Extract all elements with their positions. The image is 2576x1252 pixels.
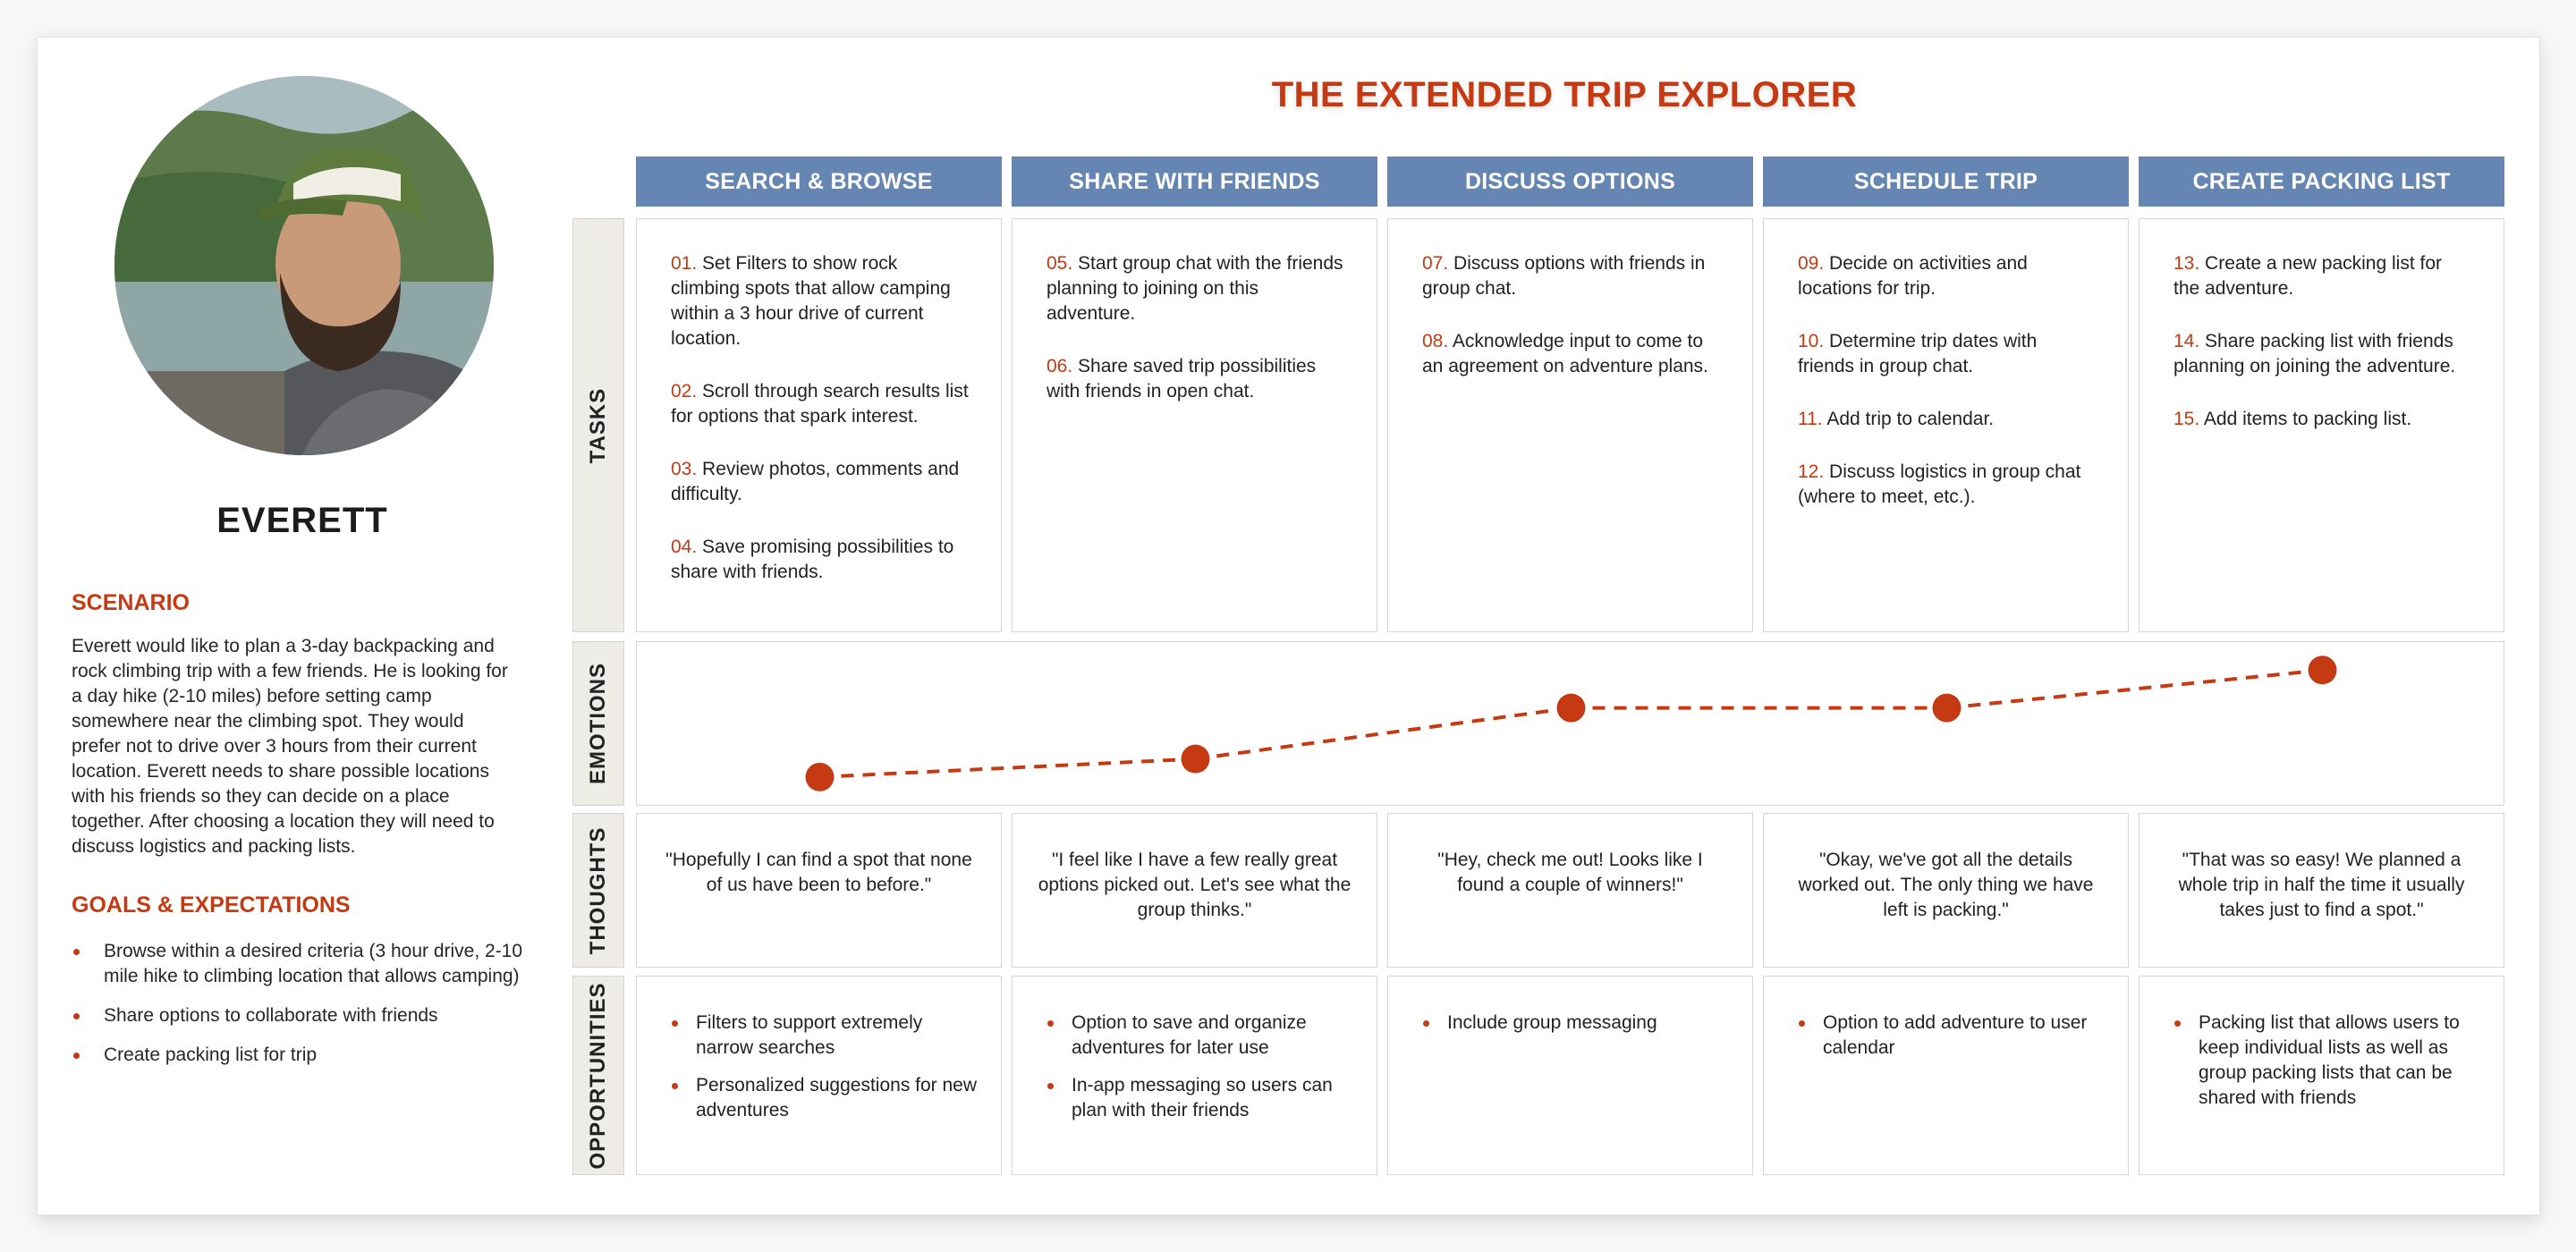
row-label-thoughts: THOUGHTS (572, 813, 624, 968)
opportunity-item: Filters to support extremely narrow sear… (671, 1011, 978, 1061)
task-item: 05. Start group chat with the friends pl… (1046, 253, 1343, 324)
emotion-point (1932, 693, 1962, 723)
scenario-text: Everett would like to plan a 3-day backp… (72, 636, 508, 857)
thought-cell-create-packing-list: "That was so easy! We planned a whole tr… (2139, 813, 2504, 968)
task-item: 03. Review photos, comments and difficul… (671, 459, 960, 504)
scenario-heading: SCENARIO (72, 590, 190, 615)
stage-header-create-packing-list: CREATE PACKING LIST (2139, 156, 2504, 207)
goal-item: Create packing list for trip (72, 1043, 528, 1068)
row-label-text: OPPORTUNITIES (586, 981, 610, 1170)
goals-heading: GOALS & EXPECTATIONS (72, 892, 351, 918)
opportunity-item: Option to add adventure to user calendar (1798, 1011, 2105, 1061)
emotions-cell (636, 641, 2504, 806)
opportunities-cell-create-packing-list: Packing list that allows users to keep i… (2139, 976, 2504, 1175)
emotion-point (2308, 656, 2337, 685)
task-item: 12. Discuss logistics in group chat (whe… (1798, 461, 2081, 507)
goal-item: Browse within a desired criteria (3 hour… (72, 939, 528, 989)
row-label-tasks: TASKS (572, 218, 624, 632)
opportunities-cell-search-browse: Filters to support extremely narrow sear… (636, 976, 1002, 1175)
thought-cell-discuss-options: "Hey, check me out! Looks like I found a… (1387, 813, 1753, 968)
task-item: 07. Discuss options with friends in grou… (1422, 253, 1706, 299)
goal-item: Share options to collaborate with friend… (72, 1003, 528, 1028)
emotion-point (1181, 744, 1210, 774)
emotion-curve (805, 656, 2337, 791)
row-label-text: EMOTIONS (586, 662, 610, 785)
opportunities-cell-schedule-trip: Option to add adventure to user calendar (1763, 976, 2129, 1175)
thought-cell-search-browse: "Hopefully I can find a spot that none o… (636, 813, 1002, 968)
stage-header-schedule-trip: SCHEDULE TRIP (1763, 156, 2129, 207)
tasks-cell-share-with-friends: 05. Start group chat with the friends pl… (1012, 218, 1377, 632)
stage-header-search-browse: SEARCH & BROWSE (636, 156, 1002, 207)
thought-quote: "Hopefully I can find a spot that none o… (665, 850, 972, 895)
task-item: 13. Create a new packing list for the ad… (2174, 253, 2443, 299)
thought-quote: "That was so easy! We planned a whole tr… (2178, 850, 2465, 920)
persona-photo (114, 76, 494, 455)
opportunity-item: In-app messaging so users can plan with … (1046, 1073, 1353, 1123)
thought-quote: "I feel like I have a few really great o… (1038, 850, 1352, 920)
task-item: 10. Determine trip dates with friends in… (1798, 331, 2038, 376)
row-label-emotions: EMOTIONS (572, 641, 624, 806)
row-label-text: THOUGHTS (586, 826, 610, 954)
persona-name: EVERETT (216, 501, 388, 540)
emotion-point (805, 762, 835, 791)
emotion-connector (1946, 668, 2323, 710)
opportunity-item: Packing list that allows users to keep i… (2174, 1011, 2480, 1111)
stage-header-share-with-friends: SHARE WITH FRIENDS (1012, 156, 1377, 207)
thought-quote: "Okay, we've got all the details worked … (1798, 850, 2094, 920)
thought-cell-share-with-friends: "I feel like I have a few really great o… (1012, 813, 1377, 968)
journey-map-card: EVERETT SCENARIO Everett would like to p… (37, 37, 2540, 1215)
goals-list: Browse within a desired criteria (3 hour… (72, 939, 528, 1082)
tasks-cell-discuss-options: 07. Discuss options with friends in grou… (1387, 218, 1753, 632)
task-item: 14. Share packing list with friends plan… (2174, 331, 2456, 376)
task-item: 01. Set Filters to show rock climbing sp… (671, 253, 951, 349)
opportunity-item: Option to save and organize adventures f… (1046, 1011, 1353, 1061)
emotion-connector (1195, 706, 1572, 761)
thought-cell-schedule-trip: "Okay, we've got all the details worked … (1763, 813, 2129, 968)
opportunity-item: Include group messaging (1422, 1011, 1729, 1036)
opportunities-cell-discuss-options: Include group messaging (1387, 976, 1753, 1175)
opportunity-item: Personalized suggestions for new adventu… (671, 1073, 978, 1123)
row-label-opportunities: OPPORTUNITIES (572, 976, 624, 1175)
thought-quote: "Hey, check me out! Looks like I found a… (1437, 850, 1703, 895)
emotion-connector (819, 757, 1196, 779)
task-item: 04. Save promising possibilities to shar… (671, 537, 954, 582)
emotion-point (1556, 693, 1586, 723)
task-item: 02. Scroll through search results list f… (671, 381, 969, 427)
tasks-cell-schedule-trip: 09. Decide on activities and locations f… (1763, 218, 2129, 632)
persona-avatar (114, 76, 494, 455)
task-item: 09. Decide on activities and locations f… (1798, 253, 2028, 299)
task-item: 08. Acknowledge input to come to an agre… (1422, 331, 1708, 376)
task-item: 11. Add trip to calendar. (1798, 409, 1995, 429)
map-title: THE EXTENDED TRIP EXPLORER (1271, 75, 1858, 114)
tasks-cell-create-packing-list: 13. Create a new packing list for the ad… (2139, 218, 2504, 632)
opportunities-cell-share-with-friends: Option to save and organize adventures f… (1012, 976, 1377, 1175)
stage-header-discuss-options: DISCUSS OPTIONS (1387, 156, 1753, 207)
row-label-text: TASKS (586, 387, 610, 463)
task-item: 15. Add items to packing list. (2174, 409, 2412, 429)
tasks-cell-search-browse: 01. Set Filters to show rock climbing sp… (636, 218, 1002, 632)
task-item: 06. Share saved trip possibilities with … (1046, 356, 1317, 402)
